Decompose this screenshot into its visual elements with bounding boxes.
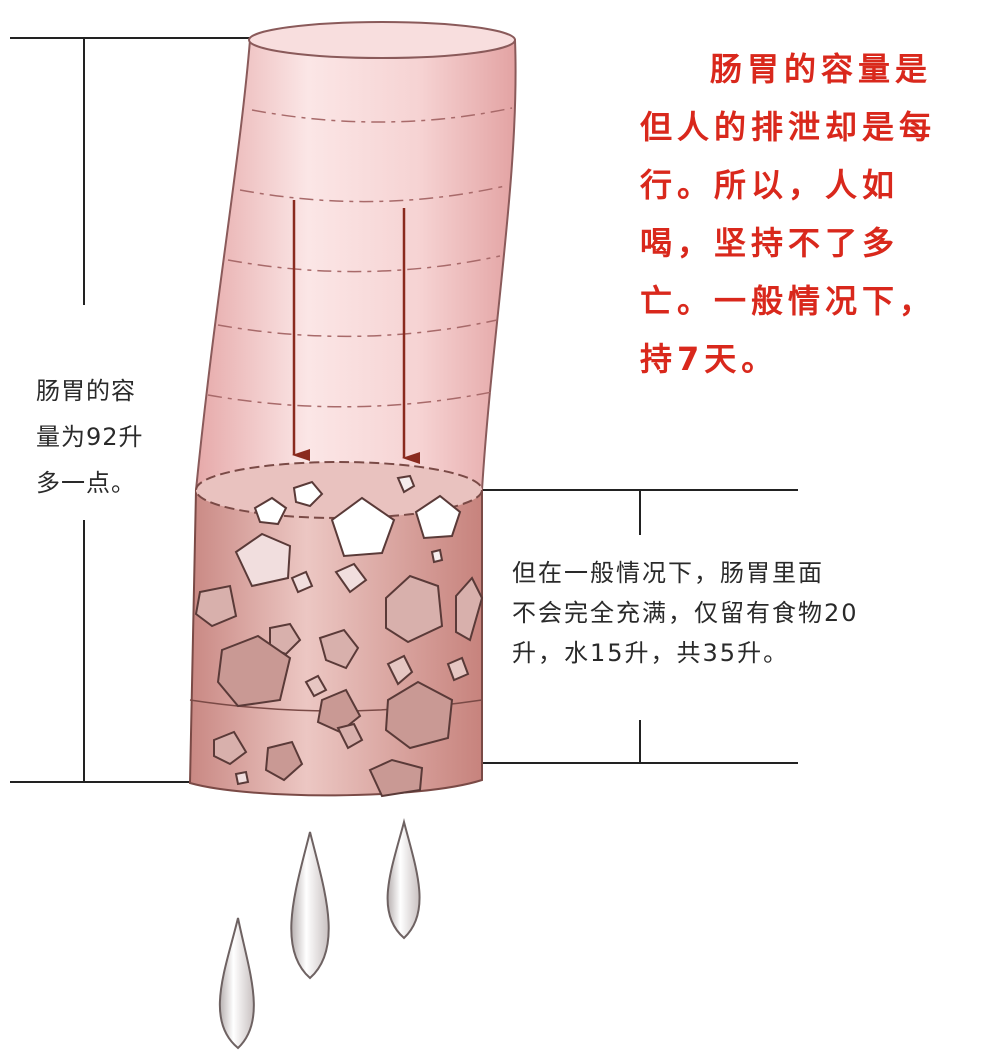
water-drop [220,918,254,1048]
capacity-label: 肠胃的容 量为92升 多一点。 [36,368,144,506]
contents-label-line: 升，水15升，共35升。 [512,633,999,673]
contents-label-line: 不会完全充满，仅留有食物20 [512,593,999,633]
main-caption-line: 肠胃的容量是 [640,40,999,98]
main-caption-line: 但人的排泄却是每 [640,98,999,156]
main-caption-line: 持7天。 [640,330,999,388]
main-caption: 肠胃的容量是 但人的排泄却是每 行。所以，人如 喝，坚持不了多 亡。一般情况下，… [640,40,999,388]
contents-label-line: 但在一般情况下，肠胃里面 [512,553,999,593]
capacity-label-line: 多一点。 [36,460,144,506]
water-drop [291,832,328,978]
main-caption-line: 亡。一般情况下， [640,272,999,330]
water-drops [220,822,420,1048]
capacity-label-line: 肠胃的容 [36,368,144,414]
tube-top-opening [249,22,515,58]
main-caption-line: 喝，坚持不了多 [640,214,999,272]
tube-upper [196,40,516,490]
capacity-label-line: 量为92升 [36,414,144,460]
contents-label: 但在一般情况下，肠胃里面 不会完全充满，仅留有食物20 升，水15升，共35升。 [512,553,999,673]
water-drop [388,822,420,938]
main-caption-line: 行。所以，人如 [640,156,999,214]
